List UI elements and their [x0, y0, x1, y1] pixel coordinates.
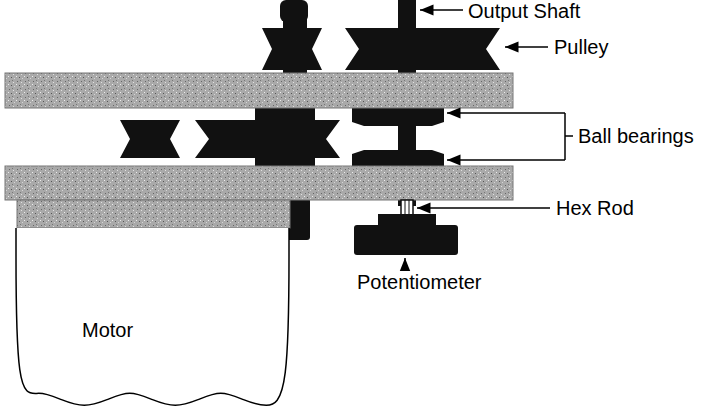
part-label: Hex Rod — [555, 197, 635, 220]
leader-line — [447, 159, 565, 161]
part-label: Output Shaft — [467, 0, 581, 23]
leader-line — [417, 207, 550, 209]
leader-line — [447, 112, 565, 114]
bottom-plate — [5, 166, 513, 200]
hex-rod-edge — [409, 200, 410, 215]
potentiometer-shaft-housing — [378, 214, 436, 226]
leader-line — [404, 258, 406, 268]
large-pulley — [345, 28, 500, 70]
leader-line — [565, 135, 573, 137]
motor-pulley — [120, 120, 180, 158]
small-pulley — [262, 28, 322, 70]
shaft-cap — [280, 0, 308, 22]
large-pulley — [195, 120, 340, 158]
part-label: Potentiometer — [356, 271, 483, 294]
motor-body: Motor — [15, 228, 290, 416]
leader-line — [420, 9, 463, 11]
ball-bearing — [352, 106, 444, 126]
leader-line — [505, 46, 548, 48]
part-label: Ball bearings — [577, 125, 695, 148]
node-text: Motor — [81, 319, 134, 342]
motor-mount — [17, 200, 290, 228]
top-plate — [5, 73, 513, 108]
motor-outline — [15, 228, 290, 416]
hex-rod — [401, 200, 413, 215]
hex-rod-edge — [405, 200, 406, 215]
part-label: Pulley — [553, 36, 609, 59]
potentiometer-body — [354, 225, 458, 255]
motor-outline-path — [16, 228, 289, 405]
